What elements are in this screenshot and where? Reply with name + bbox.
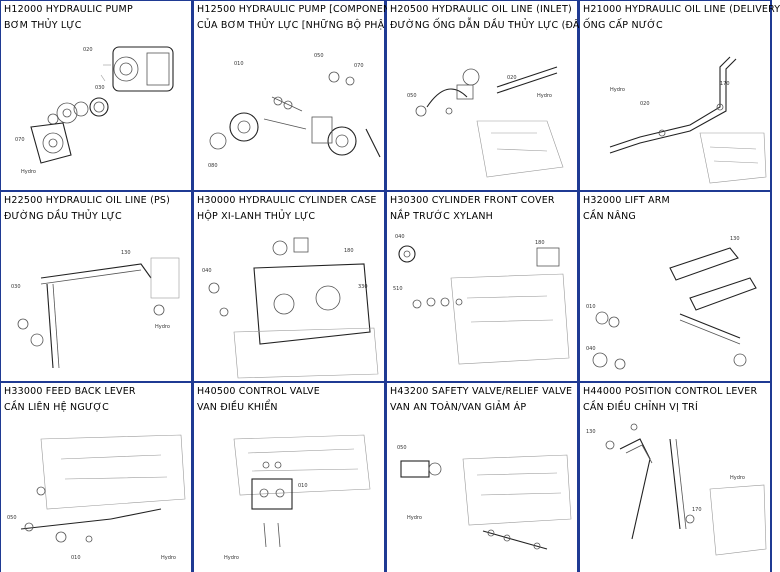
tile-code-label: H32000 LIFT ARM	[583, 195, 670, 206]
tile-vietnamese-label: ĐƯỜNG ỐNG DẪN DẦU THỦY LỰC (ĐÂ	[390, 20, 580, 31]
tile-code-label: H22500 HYDRAULIC OIL LINE (PS)	[4, 195, 171, 206]
tile-code-label: H20500 HYDRAULIC OIL LINE (INLET)	[390, 4, 572, 15]
svg-text:030: 030	[11, 284, 21, 290]
catalog-tile-h30000[interactable]: H30000 HYDRAULIC CYLINDER CASE HỘP XI-LA…	[194, 192, 384, 381]
exploded-diagram-oil-line-delivery: Hydro 170 020	[580, 37, 770, 190]
svg-text:040: 040	[202, 268, 212, 274]
svg-text:050: 050	[314, 53, 324, 59]
tile-vietnamese-label: VAN ĐIỀU KHIỂN	[197, 402, 278, 413]
catalog-tile-h21000[interactable]: H21000 HYDRAULIC OIL LINE (DELIVERY ỐNG …	[580, 1, 780, 190]
tile-code-label: H44000 POSITION CONTROL LEVER	[583, 386, 758, 397]
svg-text:Hydro: Hydro	[224, 555, 239, 561]
svg-text:010: 010	[71, 555, 81, 561]
svg-text:170: 170	[720, 81, 730, 87]
tile-vietnamese-label: ỐNG CẤP NƯỚC	[583, 20, 663, 31]
svg-text:170: 170	[692, 507, 702, 513]
tile-vietnamese-label: ĐƯỜNG DẦU THỦY LỰC	[4, 211, 122, 222]
catalog-tile-h12500[interactable]: H12500 HYDRAULIC PUMP [COMPONEN CỦA BƠM …	[194, 1, 390, 190]
svg-text:010: 010	[586, 304, 596, 310]
tile-code-label: H33000 FEED BACK LEVER	[4, 386, 136, 397]
exploded-diagram-cylinder-front-cover: 040 510 180	[387, 228, 577, 381]
exploded-diagram-feedback-lever: 050 010 Hydro	[1, 419, 191, 572]
svg-text:070: 070	[15, 137, 25, 143]
svg-text:020: 020	[83, 47, 93, 53]
svg-text:020: 020	[640, 101, 650, 107]
tile-vietnamese-label: CẦN LIÊN HỆ NGƯỢC	[4, 402, 109, 413]
svg-text:Hydro: Hydro	[21, 169, 36, 175]
exploded-diagram-pump-components: 010 050 070 080	[194, 37, 384, 190]
catalog-tile-h43200[interactable]: H43200 SAFETY VALVE/RELIEF VALVE VAN AN …	[387, 383, 577, 572]
tile-vietnamese-label: NẮP TRƯỚC XYLANH	[390, 211, 494, 222]
svg-text:040: 040	[586, 346, 596, 352]
svg-text:180: 180	[535, 240, 545, 246]
tile-vietnamese-label: CẦN ĐIỀU CHỈNH VỊ TRÍ	[583, 402, 698, 413]
svg-text:Hydro: Hydro	[407, 515, 422, 521]
svg-text:Hydro: Hydro	[730, 475, 745, 481]
catalog-tile-h32000[interactable]: H32000 LIFT ARM CẦN NÂNG 130 010 040	[580, 192, 770, 381]
catalog-tile-h44000[interactable]: H44000 POSITION CONTROL LEVER CẦN ĐIỀU C…	[580, 383, 770, 572]
svg-text:Hydro: Hydro	[537, 93, 552, 99]
tile-code-label: H30000 HYDRAULIC CYLINDER CASE	[197, 195, 377, 206]
tile-vietnamese-label: HỘP XI-LANH THỦY LỰC	[197, 211, 316, 222]
svg-text:510: 510	[393, 286, 403, 292]
svg-text:130: 130	[586, 429, 596, 435]
tile-vietnamese-label: CẦN NÂNG	[583, 211, 636, 222]
svg-text:Hydro: Hydro	[155, 324, 170, 330]
svg-text:040: 040	[395, 234, 405, 240]
svg-text:Hydro: Hydro	[610, 87, 625, 93]
catalog-tile-h20500[interactable]: H20500 HYDRAULIC OIL LINE (INLET) ĐƯỜNG …	[387, 1, 580, 190]
catalog-tile-h40500[interactable]: H40500 CONTROL VALVE VAN ĐIỀU KHIỂN 010 …	[194, 383, 384, 572]
tile-code-label: H40500 CONTROL VALVE	[197, 386, 320, 397]
exploded-diagram-oil-line-ps: 030 130 Hydro	[1, 228, 191, 381]
tile-code-label: H30300 CYLINDER FRONT COVER	[390, 195, 555, 206]
catalog-tile-h22500[interactable]: H22500 HYDRAULIC OIL LINE (PS) ĐƯỜNG DẦU…	[1, 192, 191, 381]
exploded-diagram-position-control-lever: 130 170 Hydro	[580, 419, 770, 572]
catalog-tile-h12000[interactable]: H12000 HYDRAULIC PUMP BƠM THỦY LỰC 020	[1, 1, 191, 190]
svg-text:050: 050	[7, 515, 17, 521]
tile-code-label: H12000 HYDRAULIC PUMP	[4, 4, 133, 15]
svg-text:010: 010	[234, 61, 244, 67]
exploded-diagram-hydraulic-pump: 020 030 070 Hydro	[1, 37, 191, 190]
tile-vietnamese-label: BƠM THỦY LỰC	[4, 20, 82, 31]
tile-code-label: H21000 HYDRAULIC OIL LINE (DELIVERY	[583, 4, 780, 15]
exploded-diagram-safety-relief-valve: 050 Hydro	[387, 419, 577, 572]
tile-code-label: H12500 HYDRAULIC PUMP [COMPONEN	[197, 4, 391, 15]
svg-text:130: 130	[121, 250, 131, 256]
svg-text:Hydro: Hydro	[161, 555, 176, 561]
svg-text:020: 020	[507, 75, 517, 81]
svg-text:070: 070	[354, 63, 364, 69]
exploded-diagram-oil-line-inlet: 020 050 Hydro	[387, 37, 577, 190]
svg-text:030: 030	[95, 85, 105, 91]
svg-text:180: 180	[344, 248, 354, 254]
svg-text:050: 050	[407, 93, 417, 99]
svg-text:010: 010	[298, 483, 308, 489]
svg-text:080: 080	[208, 163, 218, 169]
catalog-tile-h33000[interactable]: H33000 FEED BACK LEVER CẦN LIÊN HỆ NGƯỢC…	[1, 383, 191, 572]
svg-text:130: 130	[730, 236, 740, 242]
svg-text:330: 330	[358, 284, 368, 290]
tile-vietnamese-label: VAN AN TOÀN/VAN GIẢM ÁP	[390, 402, 527, 413]
tile-vietnamese-label: CỦA BƠM THỦY LỰC [NHỮNG BỘ PHẬ	[197, 20, 385, 31]
catalog-tile-h30300[interactable]: H30300 CYLINDER FRONT COVER NẮP TRƯỚC XY…	[387, 192, 577, 381]
exploded-diagram-control-valve: 010 Hydro	[194, 419, 384, 572]
exploded-diagram-lift-arm: 130 010 040	[580, 228, 770, 381]
svg-text:050: 050	[397, 445, 407, 451]
exploded-diagram-cylinder-case: 040 180 330	[194, 228, 384, 381]
tile-code-label: H43200 SAFETY VALVE/RELIEF VALVE	[390, 386, 573, 397]
